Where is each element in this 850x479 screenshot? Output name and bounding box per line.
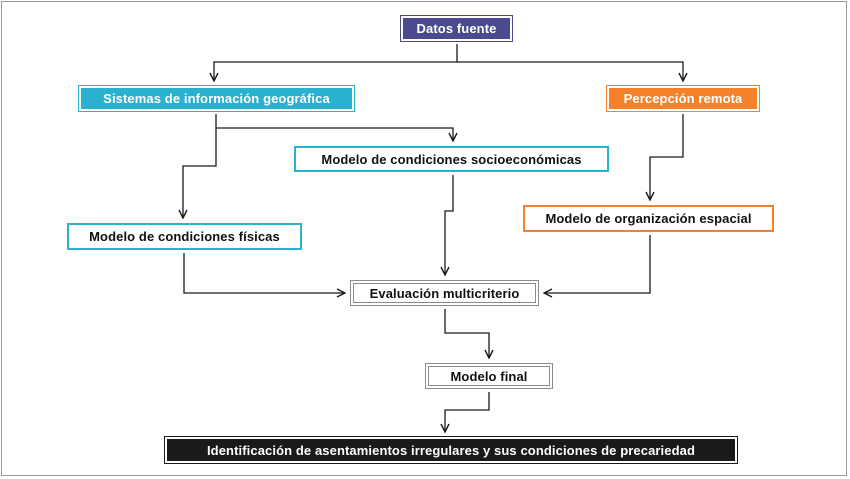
node-sig-label: Sistemas de información geográfica: [103, 91, 330, 106]
node-identificacion-asentamientos: Identificación de asentamientos irregula…: [164, 436, 738, 464]
edge-datos-to-sig: [214, 44, 458, 81]
node-percepcion-remota: Percepción remota: [606, 85, 760, 112]
edge-percepcion-to-organizacion: [650, 114, 684, 200]
node-modelo-final-label: Modelo final: [450, 368, 528, 384]
node-evaluacion-label: Evaluación multicriterio: [369, 285, 520, 301]
node-identificacion-label: Identificación de asentamientos irregula…: [206, 442, 696, 458]
node-modelo-organizacion-espacial: Modelo de organización espacial: [523, 205, 774, 232]
node-percepcion-label: Percepción remota: [623, 91, 743, 106]
edge-organizacion-to-evaluacion: [544, 235, 651, 293]
edge-fisicas-to-evaluacion: [183, 253, 345, 293]
node-modelo-socioeconomicas: Modelo de condiciones socioeconómicas: [294, 146, 609, 172]
edge-sig-to-socioeconomicas: [215, 114, 453, 141]
node-datos-fuente: Datos fuente: [400, 15, 513, 42]
edge-sig-to-fisicas: [183, 128, 217, 218]
node-modelo-final: Modelo final: [425, 363, 553, 389]
node-datos-fuente-label: Datos fuente: [416, 21, 497, 36]
node-organizacion-label: Modelo de organización espacial: [545, 211, 752, 226]
node-evaluacion-multicriterio: Evaluación multicriterio: [350, 280, 539, 306]
node-modelo-condiciones-fisicas: Modelo de condiciones físicas: [67, 223, 302, 250]
edge-evaluacion-to-final: [444, 309, 489, 358]
node-fisicas-label: Modelo de condiciones físicas: [89, 229, 280, 244]
edge-datos-to-percepcion: [457, 61, 683, 81]
node-socioeconomicas-label: Modelo de condiciones socioeconómicas: [321, 151, 582, 167]
edge-socioeconomicas-to-evaluacion: [445, 175, 454, 275]
node-sistemas-informacion-geografica: Sistemas de información geográfica: [78, 85, 355, 112]
edge-final-to-identificacion: [445, 392, 490, 432]
